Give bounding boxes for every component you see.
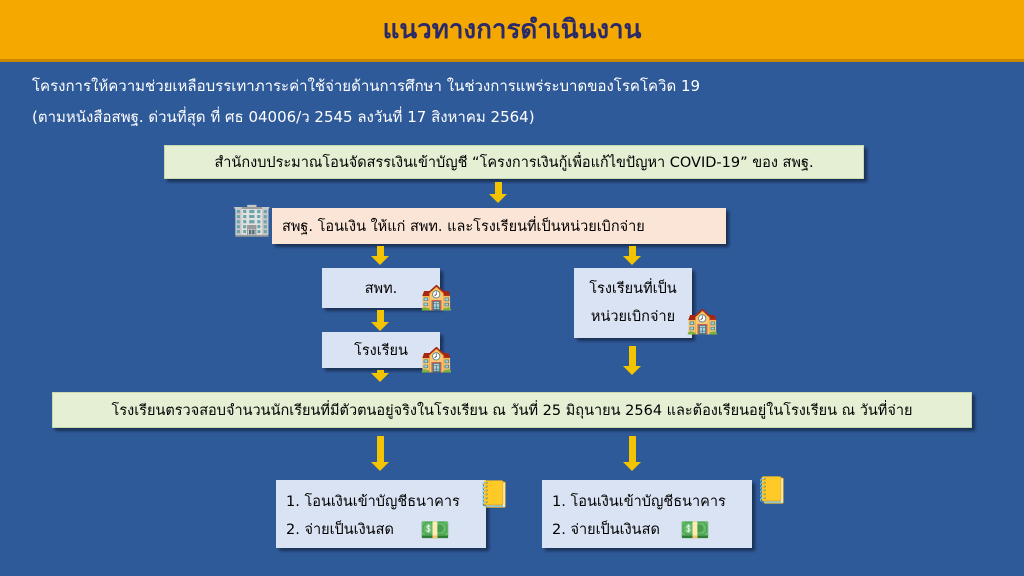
disbursing-school-label-1: โรงเรียนที่เป็น: [589, 281, 677, 297]
step-verify-students: โรงเรียนตรวจสอบจำนวนนักเรียนที่มีตัวตนอย…: [52, 392, 972, 428]
school-icon: 🏫: [686, 306, 719, 336]
page-title: แนวทางการดำเนินงาน: [382, 15, 642, 45]
payment-option-bank: 1. โอนเงินเข้าบัญชีธนาคาร: [286, 494, 460, 510]
cash-icon: 💵: [680, 516, 710, 544]
subtitle-line-1: โครงการให้ความช่วยเหลือบรรเทาภาระค่าใช้จ…: [32, 77, 701, 95]
school-icon: 🏫: [420, 344, 453, 374]
bank-book-icon: 📒: [478, 480, 511, 510]
step-obec-transfer: สพฐ. โอนเงิน ให้แก่ สพท. และโรงเรียนที่เ…: [272, 208, 726, 244]
payment-option-bank: 1. โอนเงินเข้าบัญชีธนาคาร: [552, 494, 726, 510]
esa-label: สพท.: [364, 280, 398, 297]
payment-options-right: 1. โอนเงินเข้าบัญชีธนาคาร 2. จ่ายเป็นเงิ…: [542, 480, 752, 548]
payment-option-cash: 2. จ่ายเป็นเงินสด: [552, 522, 660, 538]
step-school: โรงเรียน: [322, 332, 440, 368]
disbursing-school-label-2: หน่วยเบิกจ่าย: [590, 309, 676, 325]
school-label: โรงเรียน: [354, 342, 408, 359]
office-building-icon: 🏢: [232, 200, 272, 238]
step-esa: สพท.: [322, 268, 440, 308]
step-budget-transfer: สำนักงบประมาณโอนจัดสรรเงินเข้าบัญชี “โคร…: [164, 145, 864, 179]
payment-option-cash: 2. จ่ายเป็นเงินสด: [286, 522, 394, 538]
payment-options-left: 1. โอนเงินเข้าบัญชีธนาคาร 2. จ่ายเป็นเงิ…: [276, 480, 486, 548]
step-disbursing-school: โรงเรียนที่เป็น หน่วยเบิกจ่าย: [574, 268, 692, 338]
cash-icon: 💵: [420, 516, 450, 544]
header: แนวทางการดำเนินงาน: [0, 0, 1024, 62]
subtitle-line-2: (ตามหนังสือสพฐ. ด่วนที่สุด ที่ ศธ 04006/…: [32, 108, 535, 126]
bank-book-icon: 📒: [756, 476, 789, 506]
school-icon: 🏫: [420, 282, 453, 312]
